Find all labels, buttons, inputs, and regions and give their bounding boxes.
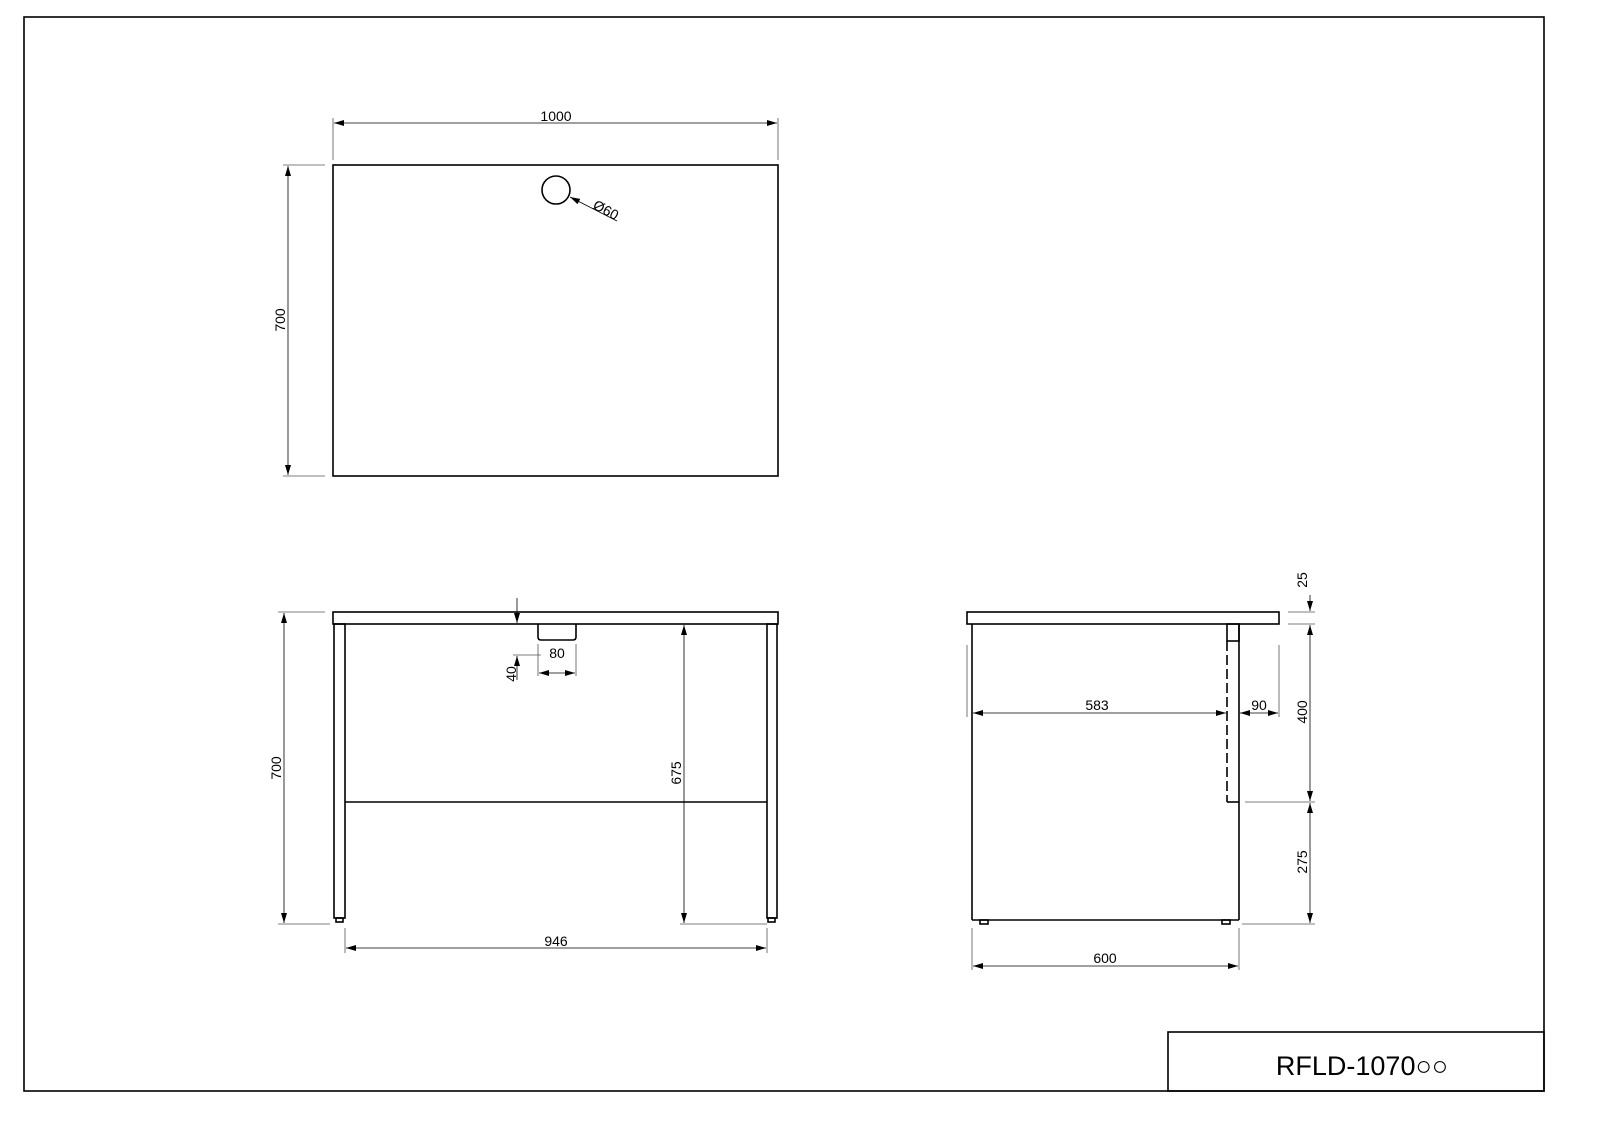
dim-inner-depth: 583 <box>1085 697 1109 713</box>
dim-frame-depth: 600 <box>1093 950 1117 966</box>
title-block: RFLD-1070○○ <box>1167 1031 1545 1092</box>
drawing-code: RFLD-1070○○ <box>1276 1051 1448 1081</box>
grommet-label: Ø60 <box>591 197 622 224</box>
side-view: 583 90 25 400 275 600 <box>966 572 1315 970</box>
dim-top-thickness: 25 <box>1294 572 1310 588</box>
dim-tray-width: 80 <box>549 645 565 661</box>
top-view: Ø60 1000 700 <box>272 108 779 477</box>
dim-height: 700 <box>268 756 284 780</box>
drawing-border <box>23 16 1545 1092</box>
dim-leg-span: 946 <box>544 933 568 949</box>
front-view: 40 80 675 700 946 <box>268 598 779 953</box>
dim-depth: 700 <box>272 308 288 332</box>
dim-floor-gap: 275 <box>1294 850 1310 874</box>
dim-clearance: 675 <box>668 761 684 785</box>
grommet-hole <box>541 175 571 205</box>
dim-panel-offset: 90 <box>1251 697 1267 713</box>
dim-tray-depth: 40 <box>503 666 519 682</box>
dim-width: 1000 <box>540 108 571 124</box>
cable-tray <box>537 624 577 641</box>
dim-panel-height: 400 <box>1294 700 1310 724</box>
